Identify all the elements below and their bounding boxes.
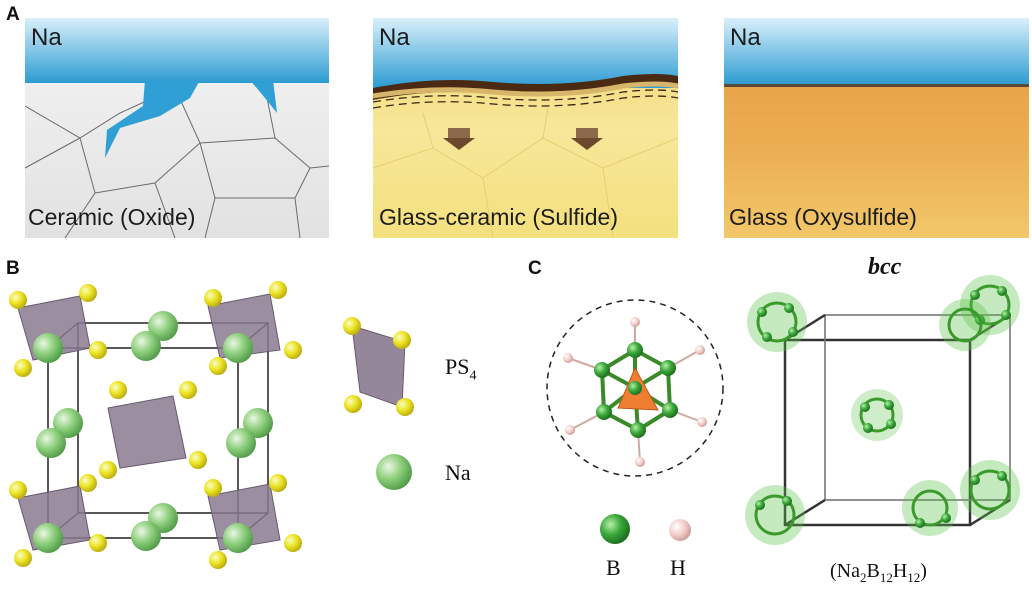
bcc-unit-cell <box>745 275 1020 545</box>
diffusion-arrow-right <box>571 128 603 150</box>
panel-label-b: B <box>6 258 20 279</box>
b12h12-clusters <box>745 275 1020 545</box>
formula-sub: 2 <box>859 570 867 585</box>
b-legend-label: B <box>606 555 621 580</box>
sodium-layer <box>25 18 329 83</box>
formula-sub: 12 <box>879 570 893 585</box>
sodium-label: Na <box>379 24 410 51</box>
hydrogen-atoms <box>563 317 707 467</box>
ps4-subscript: 4 <box>469 368 477 384</box>
formula-part: ) <box>920 560 927 582</box>
formula-part: (Na <box>830 560 860 582</box>
na-legend <box>374 452 414 492</box>
stable-interface <box>724 84 1029 87</box>
na-legend-label: Na <box>445 460 471 485</box>
bcc-title: bcc <box>868 254 902 280</box>
boron-ball-icon <box>600 514 630 544</box>
ps4-legend <box>340 312 420 422</box>
sodium-atoms <box>33 311 273 553</box>
sodium-label: Na <box>730 24 761 51</box>
dendrite-crack-right <box>250 80 277 113</box>
h-legend-ball <box>666 516 694 544</box>
panel-label-a: A <box>6 4 20 25</box>
formula-part: B <box>866 560 880 582</box>
material-label: Ceramic (Oxide) <box>28 204 196 230</box>
glass-ceramic-sulfide-panel: Na Glass-ceramic (Sulfide) <box>373 18 678 238</box>
panel-label-c: C <box>528 258 542 279</box>
glass-oxysulfide-panel: Na Glass (Oxysulfide) <box>724 18 1029 238</box>
sulfur-atoms <box>9 281 302 569</box>
sodium-label: Na <box>31 24 62 51</box>
b12h12-icosahedron <box>546 299 724 477</box>
glass-ceramic-sulfide-illustration <box>373 18 678 238</box>
formula-label: (Na2B12H12) <box>830 560 927 586</box>
ceramic-oxide-illustration <box>25 18 329 238</box>
dendrite-crack-left <box>105 80 200 158</box>
ps4-tetrahedron-icon <box>343 317 414 416</box>
interphase-layer <box>373 74 678 100</box>
na3ps4-crystal-structure <box>8 278 308 588</box>
cluster-boundary <box>546 299 724 477</box>
ceramic-oxide-panel: Na Ceramic (Oxide) <box>25 18 329 238</box>
ps4-legend-label: PS4 <box>445 354 476 384</box>
b12h12-cluster-inset <box>540 280 730 500</box>
na3ps4-unit-cell <box>9 281 302 569</box>
material-label: Glass-ceramic (Sulfide) <box>379 204 618 230</box>
na-ball-icon <box>376 454 412 490</box>
boron-atoms <box>594 342 678 438</box>
na2b12h12-bcc-structure <box>735 270 1030 555</box>
glass-oxysulfide-illustration <box>724 18 1029 238</box>
faint-grains <box>373 107 678 238</box>
ps4-text: PS <box>445 354 470 379</box>
material-label: Glass (Oxysulfide) <box>729 204 917 230</box>
grain-boundaries <box>25 87 329 238</box>
sodium-layer <box>724 18 1029 85</box>
diffusion-arrow-left <box>443 128 475 150</box>
b-legend-ball <box>598 512 632 546</box>
h-legend-label: H <box>670 555 686 580</box>
hydrogen-ball-icon <box>669 519 691 541</box>
formula-sub: 12 <box>907 570 921 585</box>
formula-part: H <box>892 560 908 582</box>
